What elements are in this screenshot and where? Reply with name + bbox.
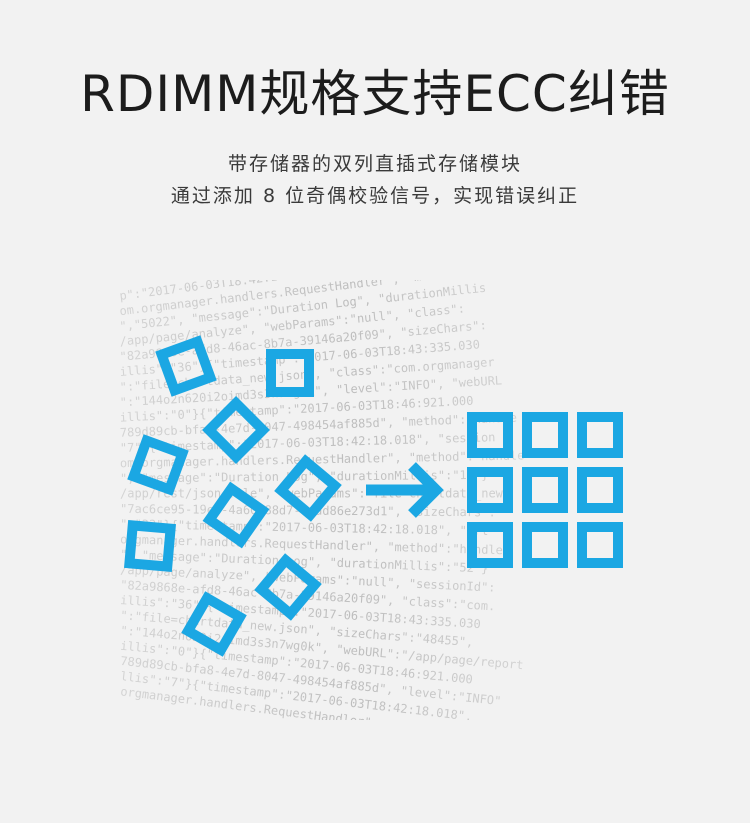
arrow-right-icon	[366, 462, 444, 518]
grid-cell-square	[522, 412, 568, 458]
log-line: ", "message":"Duration Log", "durationMi…	[120, 468, 489, 486]
data-bit-square	[254, 553, 322, 621]
grid-cell-square	[522, 522, 568, 568]
grid-cell-square	[467, 412, 513, 458]
grid-cell-square	[577, 467, 623, 513]
grid-cell-square	[522, 467, 568, 513]
grid-cell-square	[577, 522, 623, 568]
data-bit-square	[123, 519, 177, 573]
data-bit-square	[202, 396, 270, 464]
grid-cell-square	[577, 412, 623, 458]
data-bit-square	[127, 434, 189, 496]
data-bit-square	[202, 481, 270, 549]
log-line: /app/rest/json/file", "webParams":"file=…	[120, 487, 504, 501]
ordered-memory-grid	[467, 412, 623, 568]
data-bit-square	[274, 454, 342, 522]
data-bit-square	[181, 591, 247, 657]
grid-cell-square	[467, 522, 513, 568]
ecc-illustration: p":"2017-06-03T18:42:18.018", "deltaStar…	[119, 280, 623, 720]
data-bit-square	[266, 349, 314, 397]
grid-cell-square	[467, 467, 513, 513]
data-bit-square	[155, 335, 217, 397]
headline: RDIMM规格支持ECC纠错	[80, 65, 670, 123]
subtitle-line-2: 通过添加 8 位奇偶校验信号，实现错误纠正	[170, 185, 580, 207]
scattered-data-bits	[123, 335, 342, 657]
subtitle-line-1: 带存储器的双列直插式存储模块	[227, 153, 522, 175]
